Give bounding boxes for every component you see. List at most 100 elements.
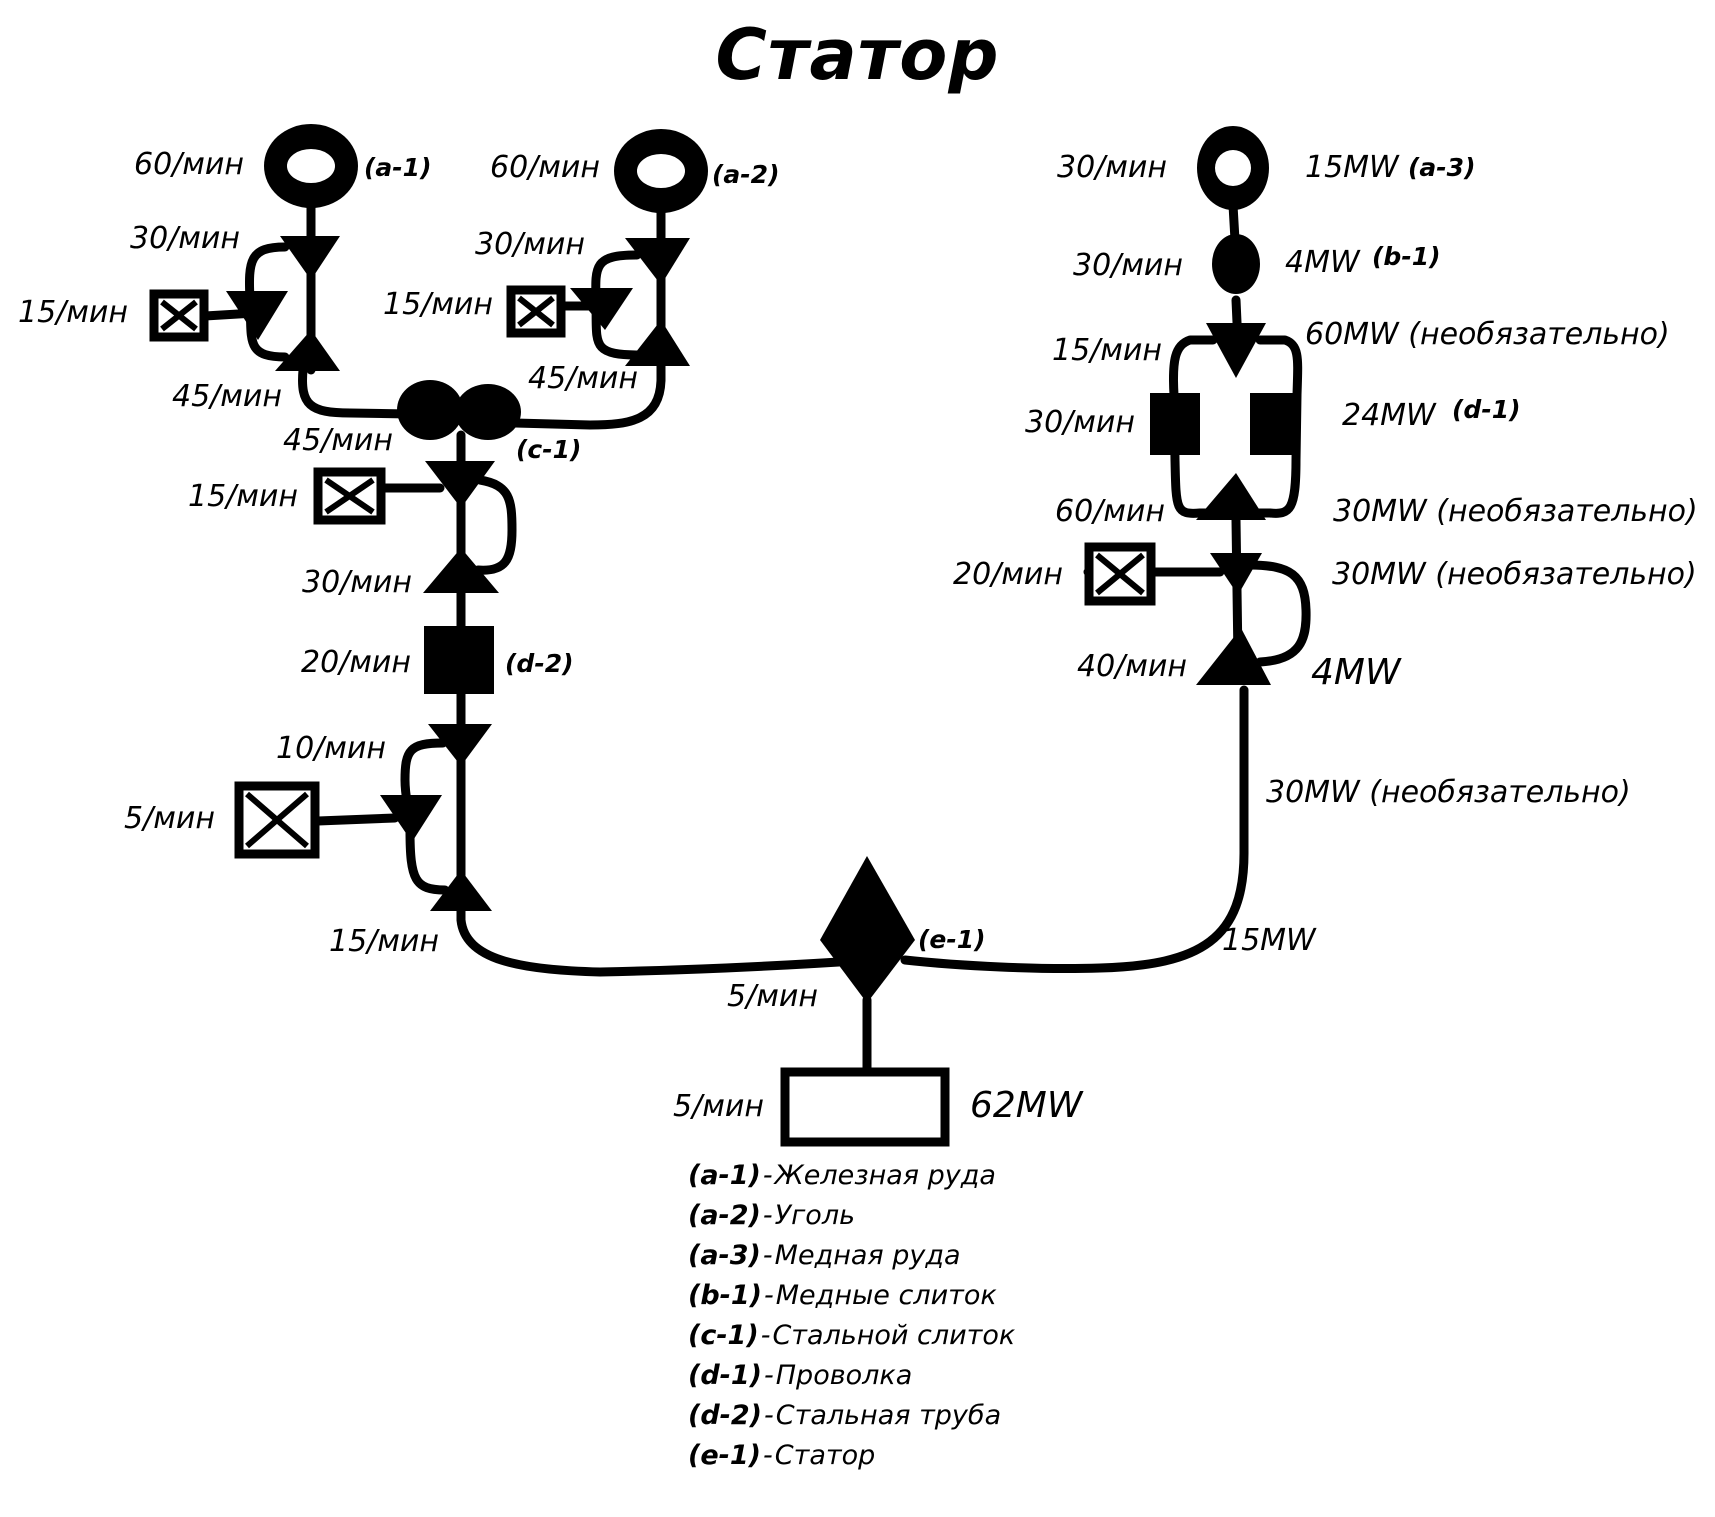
b1-rate-label: 30/мин bbox=[1073, 248, 1184, 283]
constructor-d1-left-icon bbox=[1150, 393, 1200, 455]
legend-code: (e-1) bbox=[688, 1440, 761, 1471]
d1-final-power-label: 4MW bbox=[1311, 652, 1401, 693]
splitter-d1-icon bbox=[1210, 553, 1262, 595]
a1-split-rate-label: 30/мин bbox=[130, 221, 241, 256]
e1-rate-label: 5/мин bbox=[727, 979, 818, 1014]
a3-code-tag: (a-3) bbox=[1408, 153, 1476, 182]
legend-code: (d-1) bbox=[688, 1360, 762, 1391]
merger-c1-icon bbox=[423, 548, 499, 593]
splitter-b1-icon bbox=[1206, 323, 1266, 378]
c1-merge-rate-label: 30/мин bbox=[302, 565, 413, 600]
d1-merge-power-label: 30MW (необязательно) bbox=[1333, 494, 1698, 529]
d1-final-rate-label: 40/мин bbox=[1077, 649, 1188, 684]
conveyor-d2-to-e1 bbox=[456, 825, 875, 977]
output-rate-label: 5/мин bbox=[673, 1089, 764, 1124]
conveyor-c1-bypass bbox=[473, 475, 517, 575]
splitter-a2-icon bbox=[625, 238, 690, 285]
constructor-d1-right-icon bbox=[1250, 393, 1300, 455]
splitter-a1-icon bbox=[280, 236, 340, 280]
legend-separator: - bbox=[760, 1320, 771, 1351]
legend-item: (d-2)-Стальная труба bbox=[688, 1400, 1015, 1440]
miner-a2-hole bbox=[637, 154, 685, 188]
a1-code-tag: (a-1) bbox=[364, 153, 432, 182]
a1-merge-rate-label: 45/мин bbox=[172, 379, 283, 414]
legend-name: Стальная труба bbox=[775, 1400, 1002, 1431]
b1-code-tag: (b-1) bbox=[1372, 242, 1441, 271]
legend-name: Медная руда bbox=[774, 1240, 961, 1271]
sink-d1-icon bbox=[1084, 542, 1156, 606]
output-box-icon bbox=[780, 1067, 950, 1147]
b1-power-label: 4MW bbox=[1285, 245, 1360, 280]
legend-item: (d-1)-Проволка bbox=[688, 1360, 1015, 1400]
assembler-e1-icon bbox=[820, 856, 915, 1003]
legend-item: (e-1)-Статор bbox=[688, 1440, 1015, 1480]
d2-code-tag: (d-2) bbox=[505, 649, 574, 678]
b1-split-rate-label: 15/мин bbox=[1052, 333, 1163, 368]
a3-power-label: 15MW bbox=[1305, 150, 1399, 185]
d2-merge-rate-label: 15/мин bbox=[329, 924, 440, 959]
d1-code-tag: (d-1) bbox=[1452, 395, 1521, 424]
conveyor-a2-to-c1 bbox=[510, 335, 666, 430]
legend-item: (b-1)-Медные слиток bbox=[688, 1280, 1015, 1320]
conveyor-right-to-e1 bbox=[900, 685, 1249, 974]
conveyor-d1-bypass bbox=[1245, 560, 1311, 667]
legend-item: (a-3)-Медная руда bbox=[688, 1240, 1015, 1280]
merger-d1-final-icon bbox=[1196, 628, 1271, 685]
e1-right-power-label: 15MW bbox=[1222, 923, 1316, 958]
a2-sink-rate-label: 15/мин bbox=[383, 287, 494, 322]
a3-rate-label: 30/мин bbox=[1057, 150, 1168, 185]
legend-separator: - bbox=[764, 1360, 774, 1391]
splitter-a1-side-icon bbox=[226, 291, 288, 340]
conveyor-d2-sink bbox=[313, 813, 400, 826]
a1-sink-rate-label: 15/мин bbox=[18, 295, 129, 330]
legend-code: (b-1) bbox=[688, 1280, 762, 1311]
legend-separator: - bbox=[762, 1440, 773, 1471]
legend-name: Статор bbox=[774, 1440, 876, 1471]
legend: (a-1)-Железная руда (a-2)-Уголь (a-3)-Ме… bbox=[688, 1160, 1015, 1480]
sink-a2-icon bbox=[506, 285, 566, 338]
legend-name: Стальной слиток bbox=[772, 1320, 1016, 1351]
legend-code: (c-1) bbox=[688, 1320, 759, 1351]
a2-rate-label: 60/мин bbox=[490, 150, 601, 185]
diagram-title-text: Статор bbox=[715, 14, 1000, 96]
foundry-c1-left-icon bbox=[397, 380, 463, 440]
foundry-c1-right-icon bbox=[455, 384, 521, 440]
legend-name: Уголь bbox=[774, 1200, 855, 1231]
legend-separator: - bbox=[764, 1400, 774, 1431]
output-power-label: 62MW bbox=[970, 1085, 1083, 1126]
d1-sink-rate-label: 20/мин bbox=[953, 557, 1064, 592]
splitter-d2-icon bbox=[428, 724, 492, 766]
legend-code: (d-2) bbox=[688, 1400, 762, 1431]
c1-code-tag: (c-1) bbox=[516, 435, 582, 464]
legend-name: Медные слиток bbox=[775, 1280, 997, 1311]
d1-power-label: 24MW bbox=[1342, 398, 1436, 433]
merger-d2-icon bbox=[430, 870, 492, 911]
constructor-d2-icon bbox=[424, 626, 494, 694]
splitter-c1-icon bbox=[425, 461, 495, 508]
legend-item: (c-1)-Стальной слиток bbox=[688, 1320, 1015, 1360]
legend-code: (a-3) bbox=[688, 1240, 761, 1271]
d2-split-rate-label: 10/мин bbox=[276, 731, 387, 766]
merger-a2-icon bbox=[625, 320, 690, 366]
d1-split-power-label: 30MW (необязательно) bbox=[1332, 557, 1697, 592]
b1-split-power-label: 60MW (необязательно) bbox=[1305, 317, 1670, 352]
miner-a3-hole bbox=[1215, 150, 1251, 186]
e1-code-tag: (e-1) bbox=[918, 925, 986, 954]
d1-rate-label: 30/мин bbox=[1025, 405, 1136, 440]
c1-sink-rate-label: 15/мин bbox=[188, 479, 299, 514]
legend-separator: - bbox=[762, 1200, 773, 1231]
sink-c1-icon bbox=[313, 467, 386, 525]
d2-sink-rate-label: 5/мин bbox=[124, 801, 215, 836]
miner-a1-hole bbox=[287, 149, 335, 183]
right-line-power-label: 30MW (необязательно) bbox=[1266, 775, 1631, 810]
merger-d1-icon bbox=[1196, 473, 1266, 520]
d1-merge-rate-label: 60/мин bbox=[1055, 494, 1166, 529]
a2-code-tag: (a-2) bbox=[712, 160, 780, 189]
legend-code: (a-1) bbox=[688, 1160, 761, 1191]
splitter-a2-side-icon bbox=[570, 288, 633, 330]
a2-split-rate-label: 30/мин bbox=[475, 227, 586, 262]
legend-item: (a-2)-Уголь bbox=[688, 1200, 1015, 1240]
sink-a1-icon bbox=[149, 289, 209, 342]
a1-rate-label: 60/мин bbox=[134, 147, 245, 182]
